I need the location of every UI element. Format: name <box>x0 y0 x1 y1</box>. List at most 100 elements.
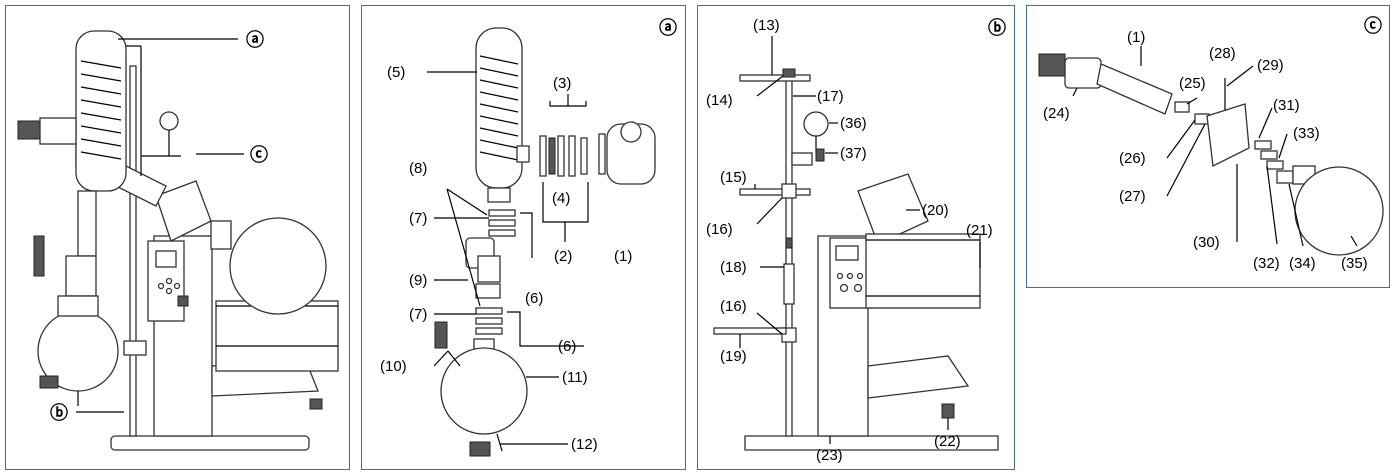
label-30: (30) <box>1193 234 1220 251</box>
label-7-lower: (7) <box>409 306 427 323</box>
evaporating-flask <box>229 217 327 315</box>
label-27: (27) <box>1119 188 1146 205</box>
drive-head <box>857 173 929 245</box>
flask-clamp <box>1276 170 1294 184</box>
button <box>856 272 864 280</box>
power-switch <box>177 295 189 307</box>
flask-assembly-drawing: ⓒ (1) (28) (29) (25 <box>1038 15 1384 272</box>
drain-valve <box>469 441 491 457</box>
seal-ring <box>488 229 516 237</box>
drive-unit-drawing: ⓑ <box>706 17 1006 464</box>
callout-c: ⓒ <box>250 144 268 165</box>
label-1: (1) <box>1127 29 1145 46</box>
support-rod <box>785 77 793 437</box>
label-32: (32) <box>1253 255 1280 272</box>
rod-clamp <box>123 340 147 356</box>
middle-clamp-arm <box>739 188 811 196</box>
vapour-duct <box>1096 63 1173 115</box>
label-12: (12) <box>571 436 598 453</box>
label-29: (29) <box>1257 57 1284 74</box>
elbow-piece <box>65 255 97 297</box>
panel-b-drive-unit: ⓑ <box>697 5 1015 470</box>
base-plate <box>744 435 999 451</box>
label-13: (13) <box>753 17 780 34</box>
label-28: (28) <box>1209 45 1236 62</box>
bath-arm <box>867 355 970 399</box>
button <box>173 282 181 290</box>
label-37: (37) <box>840 145 867 162</box>
label-24: (24) <box>1043 105 1070 122</box>
vacuum-gauge <box>159 111 179 131</box>
seal-ring <box>475 307 503 315</box>
panel-a-glassware: ⓐ <box>361 5 686 470</box>
callout-b: ⓑ <box>50 402 68 423</box>
callout-a: ⓐ <box>246 29 264 50</box>
seal-ring <box>475 327 503 335</box>
panel-tag: ⓐ <box>659 17 677 38</box>
label-10: (10) <box>380 358 407 375</box>
seal-ring <box>1174 101 1190 113</box>
label-31: (31) <box>1273 97 1300 114</box>
valve-body <box>1064 57 1102 89</box>
label-3: (3) <box>553 75 571 92</box>
label-9: (9) <box>409 272 427 289</box>
label-26: (26) <box>1119 150 1146 167</box>
top-clamp-knob <box>782 68 796 78</box>
glassware-drawing: ⓐ <box>380 17 677 457</box>
label-23: (23) <box>816 447 843 464</box>
label-20: (20) <box>922 202 949 219</box>
feed-valve <box>1038 53 1066 77</box>
panel-c-flask-assembly: ⓒ (1) (28) (29) (25 <box>1026 5 1390 288</box>
button <box>157 282 165 290</box>
label-7-upper: (7) <box>409 210 427 227</box>
rod-tip <box>785 237 793 249</box>
label-14: (14) <box>706 92 733 109</box>
spring <box>548 137 556 175</box>
seal-ring <box>539 135 547 177</box>
label-35: (35) <box>1341 255 1368 272</box>
drain-valve <box>39 375 59 389</box>
seal-ring <box>1260 150 1278 160</box>
label-8: (8) <box>409 160 427 177</box>
panel-tag: ⓒ <box>1364 15 1382 36</box>
label-21: (21) <box>966 222 993 239</box>
evaporating-flask <box>1294 166 1384 256</box>
cap-knob <box>620 121 642 143</box>
top-clamp-arm <box>739 74 811 82</box>
inlet-valve <box>434 321 448 349</box>
connecting-tube <box>77 190 97 257</box>
lower-clamp-arm <box>713 327 787 335</box>
display-screen <box>835 245 859 261</box>
feed-valve <box>17 120 41 140</box>
button <box>846 272 854 280</box>
seal-ring <box>1266 160 1284 170</box>
label-2: (2) <box>554 248 572 265</box>
label-11: (11) <box>562 369 588 386</box>
condenser-port <box>516 145 530 163</box>
label-33: (33) <box>1293 125 1320 142</box>
elbow-stem <box>477 255 501 283</box>
receiving-flask <box>440 347 528 435</box>
heating-bath <box>865 233 981 309</box>
label-19: (19) <box>720 348 747 365</box>
condenser-joint <box>487 187 511 203</box>
seal-ring <box>475 317 503 325</box>
drive-housing <box>1206 103 1250 167</box>
button <box>165 277 173 285</box>
button <box>836 272 844 280</box>
overview-drawing: ⓐ ⓒ ⓑ <box>17 29 339 451</box>
vacuum-gauge <box>803 111 829 137</box>
label-6-lower: (6) <box>558 338 576 355</box>
label-22: (22) <box>934 433 961 450</box>
label-16-upper: (16) <box>706 221 733 238</box>
inlet-valve <box>33 235 45 277</box>
seal-ring <box>580 137 588 175</box>
knob <box>839 283 849 293</box>
label-1: (1) <box>614 248 632 265</box>
condenser <box>75 30 127 192</box>
bath-foot <box>941 403 955 419</box>
panel-tag: ⓑ <box>988 17 1006 38</box>
label-17: (17) <box>817 88 844 105</box>
gauge-clamp <box>791 152 813 166</box>
seal-ring <box>598 133 606 175</box>
